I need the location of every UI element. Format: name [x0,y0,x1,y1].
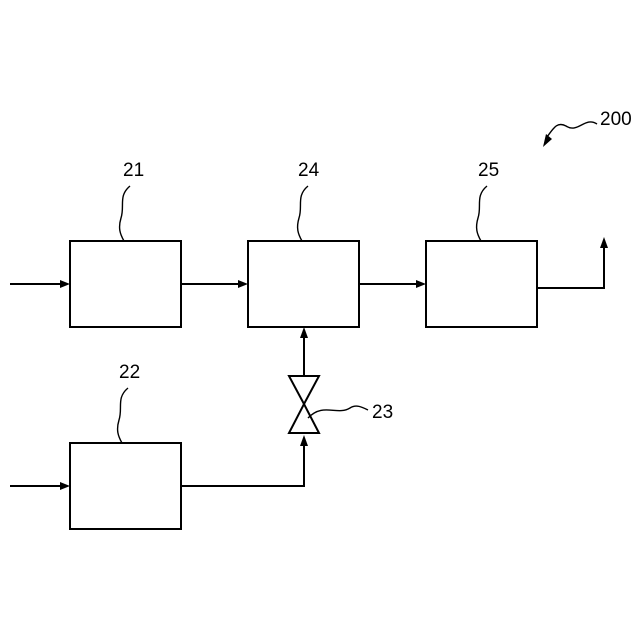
block-24-leader [298,186,308,241]
input-arrow-block-22 [60,482,70,490]
block-25 [426,241,537,327]
block-22 [70,443,181,529]
flow-arrow-22-to-valve [300,435,308,446]
block-25-leader [477,186,487,241]
flow-arrow-21-to-24 [238,280,248,288]
flow-arrow-valve-to-24 [300,327,308,338]
block-21 [70,241,181,327]
valve-upper-triangle [289,376,319,404]
system-reference-arrow [543,134,552,147]
flow-arrow-24-to-25 [416,280,426,288]
flow-line-22-to-valve [181,443,304,486]
output-line-block-25 [537,246,604,288]
block-21-leader [120,186,130,241]
block-22-leader [118,388,128,443]
valve-23-label: 23 [372,402,393,423]
block-22-label: 22 [119,362,140,383]
block-24-label: 24 [298,160,320,181]
block-24 [248,241,359,327]
system-reference-label: 200 [600,109,632,130]
output-arrow-block-25 [600,237,608,248]
valve-lower-triangle [289,404,319,433]
system-reference-leader [547,122,597,137]
block-25-label: 25 [478,160,499,181]
block-21-label: 21 [123,160,144,181]
valve-23-leader [308,406,368,418]
input-arrow-block-21 [60,280,70,288]
